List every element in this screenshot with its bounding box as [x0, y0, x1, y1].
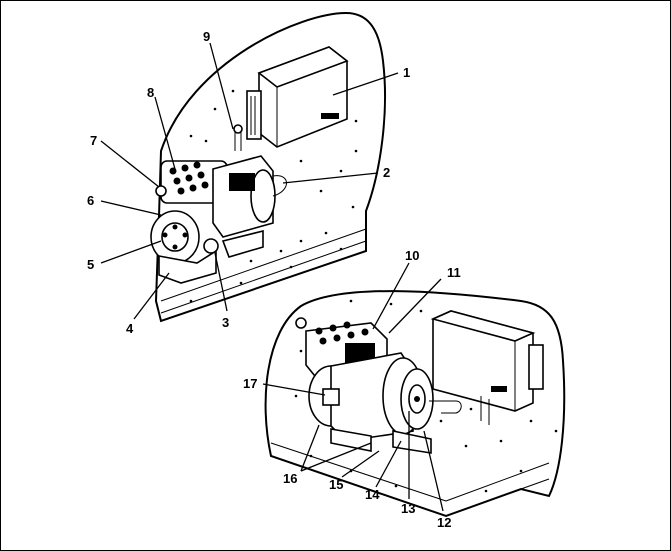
callout-9: 9: [203, 29, 210, 44]
callout-labels: 1 2 3 4 5 6 7 8 9 10 11 12 13 14 15 16 1…: [87, 29, 461, 530]
control-box-lower: [430, 310, 544, 425]
upper-rivets: [189, 89, 358, 303]
callout-17: 17: [243, 376, 257, 391]
callout-4: 4: [126, 321, 134, 336]
callout-7: 7: [90, 133, 97, 148]
callout-15: 15: [329, 477, 343, 492]
lower-rivets: [294, 299, 558, 493]
callout-11: 11: [447, 265, 461, 280]
control-box-upper: [246, 46, 349, 148]
callout-13: 13: [401, 501, 415, 516]
callout-2: 2: [383, 165, 390, 180]
compressor-upper: [150, 124, 287, 284]
callout-3: 3: [222, 315, 229, 330]
leader-lines: [100, 42, 444, 512]
callout-1: 1: [403, 65, 410, 80]
callout-10: 10: [405, 248, 419, 263]
callout-5: 5: [87, 257, 94, 272]
upper-view: [150, 11, 387, 323]
callout-16: 16: [283, 471, 297, 486]
callout-8: 8: [147, 85, 154, 100]
callout-14: 14: [365, 487, 380, 502]
callout-12: 12: [437, 515, 451, 530]
compressor-lower: [295, 317, 462, 454]
callout-6: 6: [87, 193, 94, 208]
lower-view: [264, 290, 566, 518]
